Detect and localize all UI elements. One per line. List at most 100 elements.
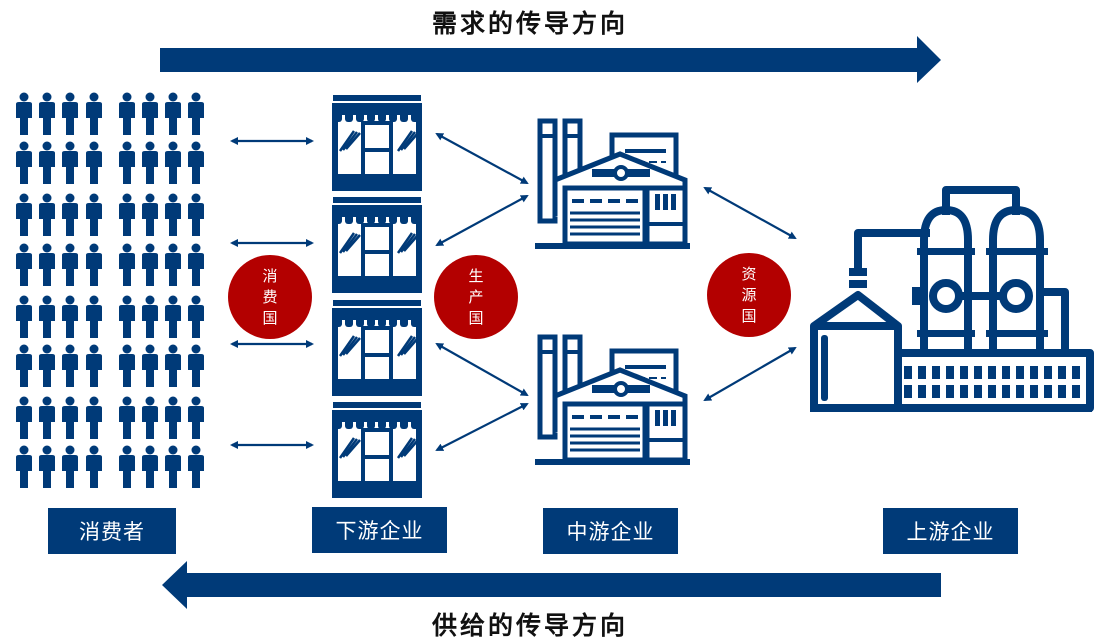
person-icon: [165, 295, 181, 338]
refinery-window: [1072, 366, 1080, 379]
person-icon: [119, 344, 135, 387]
stage-label-midstream: 中游企业: [543, 508, 678, 554]
person-icon: [188, 344, 204, 387]
person-icon: [39, 445, 55, 488]
refinery-window: [904, 366, 912, 379]
refinery-window: [1072, 385, 1080, 398]
refinery-window: [974, 385, 982, 398]
person-icon: [165, 193, 181, 236]
double-arrow: [435, 343, 529, 396]
factory-icon: [535, 334, 690, 465]
person-icon: [39, 92, 55, 135]
person-icon: [86, 344, 102, 387]
person-icon: [119, 141, 135, 184]
refinery-window: [1030, 385, 1038, 398]
refinery-window: [988, 366, 996, 379]
person-icon: [142, 141, 158, 184]
person-icon: [119, 193, 135, 236]
person-icon: [142, 344, 158, 387]
double-arrow: [703, 346, 797, 402]
person-icon: [165, 141, 181, 184]
person-icon: [165, 92, 181, 135]
storefront-icon: [332, 95, 422, 191]
person-icon: [39, 141, 55, 184]
stage-label-upstream: 上游企业: [883, 508, 1018, 554]
person-icon: [165, 445, 181, 488]
person-icon: [62, 445, 78, 488]
refinery-window: [988, 385, 996, 398]
person-icon: [86, 445, 102, 488]
refinery-window: [1044, 366, 1052, 379]
person-icon: [119, 445, 135, 488]
person-icon: [86, 141, 102, 184]
person-icon: [86, 92, 102, 135]
person-icon: [188, 92, 204, 135]
person-icon: [16, 344, 32, 387]
person-icon: [16, 141, 32, 184]
badge-char: 产: [468, 287, 484, 306]
person-icon: [188, 396, 204, 439]
person-icon: [62, 193, 78, 236]
resource-country-badge: 资 源 国: [707, 253, 791, 337]
person-icon: [188, 243, 204, 286]
refinery-window: [946, 385, 954, 398]
double-arrow: [703, 187, 797, 239]
person-icon: [165, 243, 181, 286]
person-icon: [16, 445, 32, 488]
person-icon: [62, 396, 78, 439]
person-icon: [119, 92, 135, 135]
demand-flow-label: 需求的传导方向: [431, 9, 628, 38]
person-icon: [165, 396, 181, 439]
refinery-window: [932, 385, 940, 398]
person-icon: [119, 295, 135, 338]
person-icon: [39, 193, 55, 236]
badge-char: 费: [262, 287, 278, 306]
producer-country-badge: 生 产 国: [434, 255, 518, 339]
refinery-window: [1058, 385, 1066, 398]
person-icon: [119, 396, 135, 439]
badge-char: 资: [741, 264, 757, 283]
refinery-window: [932, 366, 940, 379]
storefront-icon: [332, 402, 422, 498]
person-icon: [165, 344, 181, 387]
person-icon: [62, 344, 78, 387]
demand-arrow: [160, 36, 941, 83]
badge-char: 消: [262, 266, 278, 285]
person-icon: [16, 243, 32, 286]
refinery-window: [1002, 366, 1010, 379]
person-icon: [62, 295, 78, 338]
stage-label-consumers: 消费者: [48, 508, 176, 554]
person-icon: [86, 243, 102, 286]
person-icon: [16, 92, 32, 135]
consumer-country-badge: 消 费 国: [228, 255, 312, 339]
person-icon: [16, 396, 32, 439]
double-arrow: [435, 133, 529, 184]
supply-flow-label: 供给的传导方向: [431, 611, 628, 640]
person-icon: [142, 396, 158, 439]
refinery-window: [1016, 366, 1024, 379]
person-icon: [188, 295, 204, 338]
storefront-icon: [332, 300, 422, 396]
person-icon: [62, 243, 78, 286]
person-icon: [142, 193, 158, 236]
double-arrow: [435, 403, 529, 451]
person-icon: [39, 396, 55, 439]
person-icon: [188, 193, 204, 236]
person-icon: [39, 344, 55, 387]
refinery-window: [974, 366, 982, 379]
person-icon: [39, 243, 55, 286]
person-icon: [16, 193, 32, 236]
refinery-window: [918, 385, 926, 398]
refinery-window: [918, 366, 926, 379]
person-icon: [142, 243, 158, 286]
storefront-icon: [332, 197, 422, 293]
person-icon: [188, 445, 204, 488]
person-icon: [39, 295, 55, 338]
person-icon: [142, 295, 158, 338]
refinery-window: [1044, 385, 1052, 398]
